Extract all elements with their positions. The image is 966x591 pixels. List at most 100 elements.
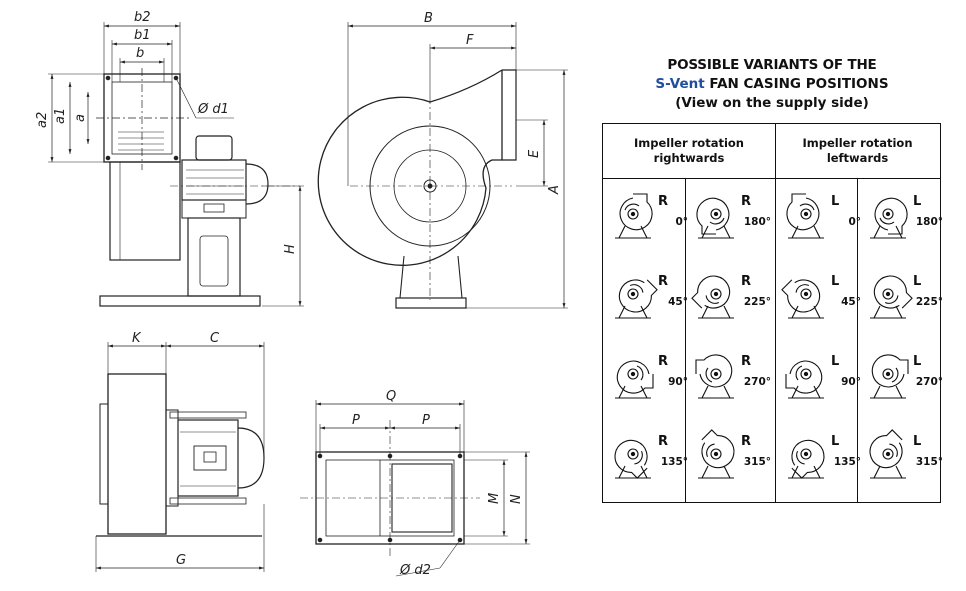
variant-direction: L bbox=[913, 434, 922, 449]
variant-direction: R bbox=[658, 434, 669, 449]
variant-direction: L bbox=[831, 194, 840, 209]
variant-cell: L 315° bbox=[858, 420, 943, 501]
dim-d1: Ø d1 bbox=[197, 102, 229, 117]
header-leftwards: Impeller rotation leftwards bbox=[775, 124, 940, 179]
dim-A: A bbox=[547, 185, 562, 195]
variant-direction: L bbox=[913, 354, 922, 369]
variant-cell: R 90° bbox=[603, 340, 688, 421]
header-rightwards: Impeller rotation rightwards bbox=[603, 124, 775, 179]
variant-direction: L bbox=[913, 274, 922, 289]
variants-table: Impeller rotation rightwards Impeller ro… bbox=[602, 123, 943, 503]
fan-casing-icon bbox=[695, 354, 734, 399]
dim-a1: a1 bbox=[53, 108, 68, 124]
variant-direction: R bbox=[741, 354, 752, 369]
fan-casing-icon bbox=[691, 275, 734, 319]
variant-cell: L 180° bbox=[858, 180, 943, 261]
dim-a2: a2 bbox=[35, 112, 50, 128]
variant-cell: R 225° bbox=[686, 260, 771, 341]
divider-main bbox=[775, 124, 777, 502]
fan-casing-icon bbox=[614, 439, 651, 479]
variant-cell: R 315° bbox=[686, 420, 771, 501]
dim-G: G bbox=[176, 553, 186, 568]
dim-b1: b1 bbox=[134, 28, 151, 43]
variant-angle: 270° bbox=[915, 376, 943, 388]
divider-left-group bbox=[857, 179, 859, 502]
variant-angle: 315° bbox=[915, 456, 943, 468]
variant-angle: 45° bbox=[668, 296, 688, 308]
fan-casing-icon bbox=[615, 193, 653, 239]
variant-direction: L bbox=[831, 354, 840, 369]
variant-cell: R 180° bbox=[686, 180, 771, 261]
title-line-3: (View on the supply side) bbox=[675, 95, 869, 111]
dim-N: N bbox=[509, 494, 524, 504]
variant-angle: 315° bbox=[743, 456, 771, 468]
dim-M: M bbox=[487, 493, 502, 504]
fan-casing-icon bbox=[870, 197, 908, 239]
dim-B: B bbox=[424, 11, 433, 26]
variant-angle: 270° bbox=[743, 376, 771, 388]
variant-cell: L 225° bbox=[858, 260, 943, 341]
dim-F: F bbox=[466, 33, 474, 48]
variant-cell: R 45° bbox=[603, 260, 688, 341]
variant-cell: R 135° bbox=[603, 420, 688, 501]
variant-angle: 45° bbox=[841, 296, 861, 308]
dim-H: H bbox=[283, 244, 298, 254]
variant-angle: 90° bbox=[841, 376, 861, 388]
variant-direction: R bbox=[741, 274, 752, 289]
dim-K: K bbox=[132, 331, 142, 346]
variant-angle: 135° bbox=[660, 456, 688, 468]
brand-name: S-Vent bbox=[655, 76, 705, 92]
fan-casing-icon bbox=[781, 279, 824, 319]
panel-title: POSSIBLE VARIANTS OF THE S-Vent FAN CASI… bbox=[602, 56, 942, 113]
dimension-labels: b2 b1 b Ø d1 a2 a1 a B F E A H K C G Q P… bbox=[35, 10, 562, 578]
variant-direction: R bbox=[741, 434, 752, 449]
title-line-2-rest: FAN CASING POSITIONS bbox=[704, 76, 889, 92]
variant-direction: R bbox=[658, 354, 669, 369]
dim-Q: Q bbox=[386, 389, 396, 404]
variant-direction: L bbox=[831, 274, 840, 289]
variant-direction: R bbox=[658, 194, 669, 209]
dim-d2: Ø d2 bbox=[399, 563, 431, 578]
top-view bbox=[95, 342, 265, 572]
dim-P-left: P bbox=[352, 413, 360, 428]
variant-cell: R 270° bbox=[686, 340, 771, 421]
variant-angle: 0° bbox=[675, 216, 688, 228]
technical-drawings: b2 b1 b Ø d1 a2 a1 a B F E A H K C G Q P… bbox=[35, 10, 568, 578]
dim-a: a bbox=[73, 114, 88, 122]
fan-casing-icon bbox=[788, 439, 825, 479]
dim-b: b bbox=[136, 46, 144, 61]
variant-angle: 90° bbox=[668, 376, 688, 388]
variant-angle: 225° bbox=[743, 296, 771, 308]
fan-casing-icon bbox=[696, 197, 734, 239]
side-view bbox=[48, 22, 304, 307]
fan-casing-icon bbox=[785, 360, 824, 399]
variants-panel-title: POSSIBLE VARIANTS OF THE S-Vent FAN CASI… bbox=[602, 56, 942, 113]
fan-casing-icon bbox=[869, 429, 906, 479]
fan-casing-icon bbox=[615, 360, 654, 399]
variant-direction: R bbox=[658, 274, 669, 289]
fan-casing-icon bbox=[698, 429, 735, 479]
dim-E: E bbox=[527, 149, 542, 158]
outlet-flange-view bbox=[300, 400, 530, 577]
dim-C: C bbox=[210, 331, 220, 346]
variant-direction: L bbox=[913, 194, 922, 209]
variant-direction: R bbox=[741, 194, 752, 209]
title-line-1: POSSIBLE VARIANTS OF THE bbox=[667, 57, 877, 73]
variant-cell: R 0° bbox=[603, 180, 688, 261]
variant-angle: 180° bbox=[915, 216, 943, 228]
fan-casing-icon bbox=[786, 193, 824, 239]
fan-casing-icon bbox=[615, 279, 658, 319]
title-line-2: S-Vent FAN CASING POSITIONS bbox=[602, 75, 942, 94]
variant-angle: 225° bbox=[915, 296, 943, 308]
fan-casing-icon bbox=[870, 275, 913, 319]
variant-direction: L bbox=[831, 434, 840, 449]
variant-angle: 0° bbox=[848, 216, 861, 228]
variant-angle: 180° bbox=[743, 216, 771, 228]
fan-casing-icon bbox=[870, 354, 909, 399]
dim-P-right: P bbox=[422, 413, 430, 428]
divider-right-group bbox=[685, 179, 687, 502]
front-view bbox=[317, 22, 568, 309]
